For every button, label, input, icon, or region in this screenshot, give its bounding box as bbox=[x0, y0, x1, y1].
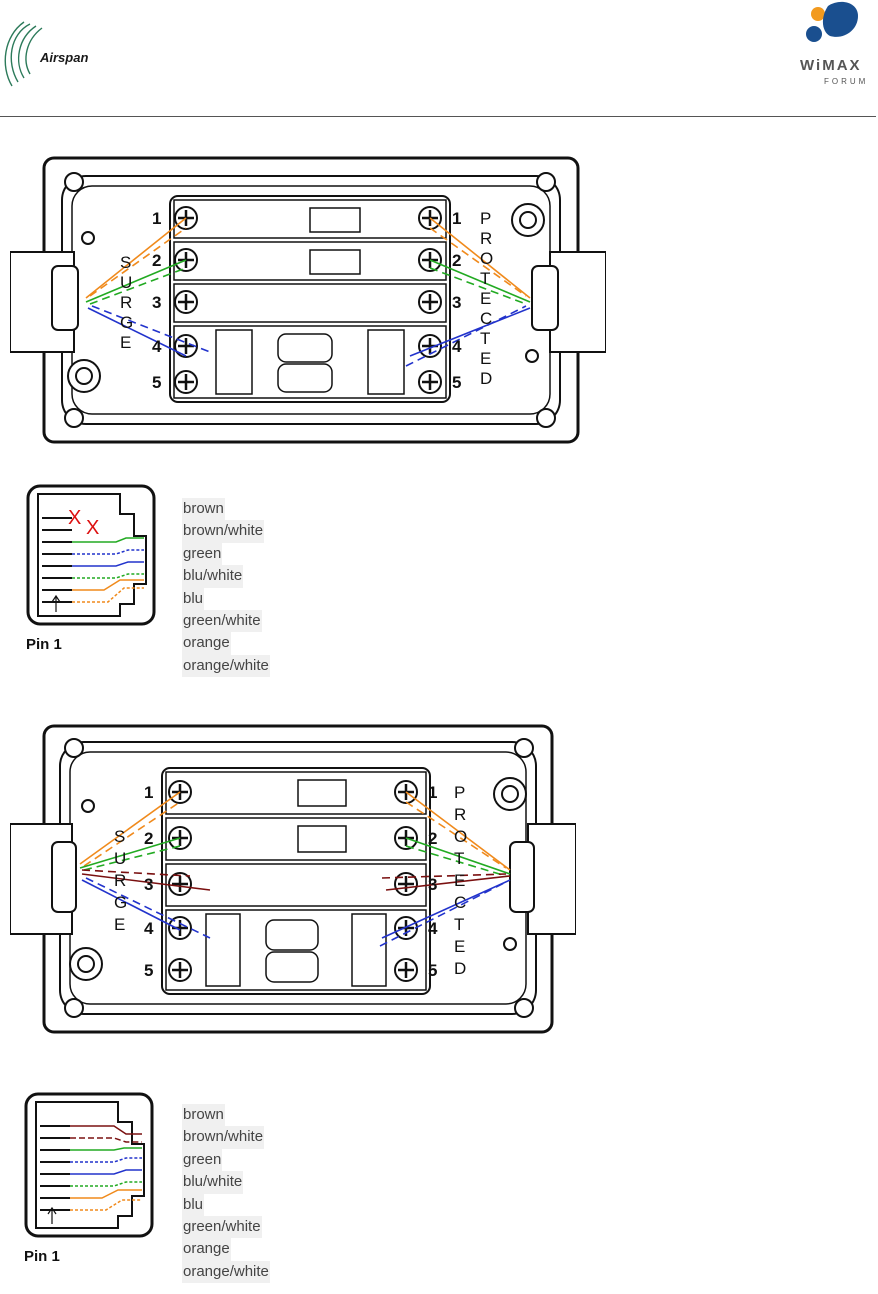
left-num-1: 1 bbox=[152, 209, 161, 228]
right-num-3: 3 bbox=[428, 875, 437, 894]
prot-t2: T bbox=[454, 915, 464, 934]
right-num-4: 4 bbox=[428, 919, 438, 938]
surge-u: U bbox=[114, 849, 126, 868]
prot-t2: T bbox=[480, 329, 490, 348]
airspan-logo: Airspan bbox=[0, 10, 140, 92]
list-item: brown bbox=[182, 498, 225, 520]
right-num-1: 1 bbox=[452, 209, 461, 228]
list-item: blu bbox=[182, 588, 204, 610]
surge-g: G bbox=[114, 893, 127, 912]
prot-o: O bbox=[454, 827, 467, 846]
right-num-5: 5 bbox=[428, 961, 437, 980]
forum-text: FORUM bbox=[824, 77, 868, 86]
left-num-2: 2 bbox=[152, 251, 161, 270]
left-num-3: 3 bbox=[144, 875, 153, 894]
left-num-5: 5 bbox=[144, 961, 153, 980]
prot-r: R bbox=[454, 805, 466, 824]
wire-color-list-2: brown brown/white green blu/white blu gr… bbox=[182, 1104, 270, 1283]
prot-e2: E bbox=[454, 937, 465, 956]
list-item: orange/white bbox=[182, 655, 270, 677]
wimax-forum-logo: WiMAX FORUM bbox=[800, 0, 878, 96]
wimax-text: WiMAX bbox=[800, 57, 862, 74]
prot-e2: E bbox=[480, 349, 491, 368]
left-num-1: 1 bbox=[144, 783, 153, 802]
prot-e: E bbox=[480, 289, 491, 308]
list-item: green/white bbox=[182, 610, 262, 632]
list-item: brown/white bbox=[182, 1126, 264, 1148]
surge-r: R bbox=[114, 871, 126, 890]
surge-box-diagram-2: 1 2 3 4 5 1 2 3 4 5 S U R G E P R O T E … bbox=[10, 724, 576, 1036]
surge-e: E bbox=[114, 915, 125, 934]
pin-1-label: Pin 1 bbox=[24, 1248, 60, 1265]
list-item: orange bbox=[182, 632, 231, 654]
airspan-logo-text: Airspan bbox=[39, 50, 88, 65]
right-num-2: 2 bbox=[428, 829, 437, 848]
right-num-5: 5 bbox=[452, 373, 461, 392]
pin-1-label: Pin 1 bbox=[26, 636, 62, 653]
prot-t: T bbox=[454, 849, 464, 868]
left-num-2: 2 bbox=[144, 829, 153, 848]
prot-o: O bbox=[480, 249, 493, 268]
surge-u: U bbox=[120, 273, 132, 292]
list-item: green bbox=[182, 543, 222, 565]
prot-d: D bbox=[480, 369, 492, 388]
right-num-2: 2 bbox=[452, 251, 461, 270]
left-num-5: 5 bbox=[152, 373, 161, 392]
list-item: green bbox=[182, 1149, 222, 1171]
prot-p: P bbox=[480, 209, 491, 228]
left-num-4: 4 bbox=[144, 919, 154, 938]
prot-e: E bbox=[454, 871, 465, 890]
surge-r: R bbox=[120, 293, 132, 312]
surge-s: S bbox=[120, 253, 131, 272]
rj45-connector-2 bbox=[22, 1092, 156, 1240]
surge-s: S bbox=[114, 827, 125, 846]
list-item: blu/white bbox=[182, 1171, 243, 1193]
surge-g: G bbox=[120, 313, 133, 332]
prot-c: C bbox=[454, 893, 466, 912]
list-item: brown bbox=[182, 1104, 225, 1126]
list-item: green/white bbox=[182, 1216, 262, 1238]
right-num-4: 4 bbox=[452, 337, 462, 356]
list-item: blu bbox=[182, 1194, 204, 1216]
prot-r: R bbox=[480, 229, 492, 248]
prot-t: T bbox=[480, 269, 490, 288]
wire-color-list-1: brown brown/white green blu/white blu gr… bbox=[182, 498, 270, 677]
surge-e: E bbox=[120, 333, 131, 352]
right-num-3: 3 bbox=[452, 293, 461, 312]
x-mark-1: X bbox=[68, 507, 81, 529]
right-num-1: 1 bbox=[428, 783, 437, 802]
rj45-connector-1: X X bbox=[24, 484, 158, 628]
list-item: orange bbox=[182, 1238, 231, 1260]
prot-d: D bbox=[454, 959, 466, 978]
header-divider bbox=[0, 116, 876, 117]
list-item: brown/white bbox=[182, 520, 264, 542]
left-num-3: 3 bbox=[152, 293, 161, 312]
surge-box-diagram-1: 1 2 3 4 5 1 2 3 4 5 S U R G E P R O T E … bbox=[10, 156, 606, 446]
left-num-4: 4 bbox=[152, 337, 162, 356]
prot-p: P bbox=[454, 783, 465, 802]
prot-c: C bbox=[480, 309, 492, 328]
x-mark-2: X bbox=[86, 517, 99, 539]
list-item: blu/white bbox=[182, 565, 243, 587]
list-item: orange/white bbox=[182, 1261, 270, 1283]
